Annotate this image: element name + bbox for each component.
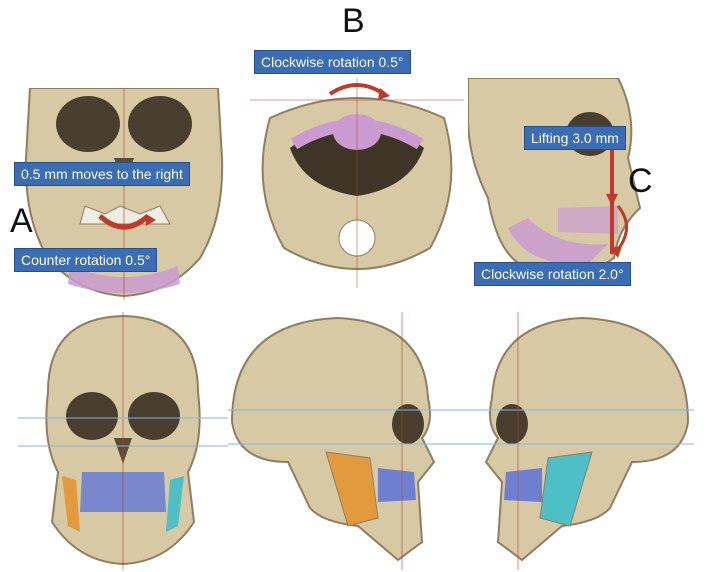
panel-b-letter: B [342, 2, 365, 40]
skull-lateral-right [228, 312, 456, 570]
skull-frontal-top [10, 88, 238, 300]
panel-a-letter: A [10, 202, 33, 240]
skull-lateral-left [456, 312, 694, 570]
skull-frontal-bottom [18, 312, 228, 570]
panel-left-lateral-skull [456, 312, 694, 570]
panel-a-move-label: 0.5 mm moves to the right [14, 162, 190, 186]
panel-c-lift-label: Lifting 3.0 mm [524, 126, 626, 150]
panel-right-lateral-skull [228, 312, 456, 570]
skull-inferior [250, 78, 464, 288]
panel-b-skull-inferior [250, 78, 464, 288]
panel-frontal-skull [18, 312, 228, 570]
panel-c-rotation-label: Clockwise rotation 2.0° [474, 262, 631, 286]
panel-a-rotation-label: Counter rotation 0.5° [14, 248, 158, 272]
panel-b-rotation-label: Clockwise rotation 0.5° [254, 50, 411, 74]
panel-c-letter: C [628, 162, 653, 200]
panel-a-skull-frontal [10, 88, 238, 300]
